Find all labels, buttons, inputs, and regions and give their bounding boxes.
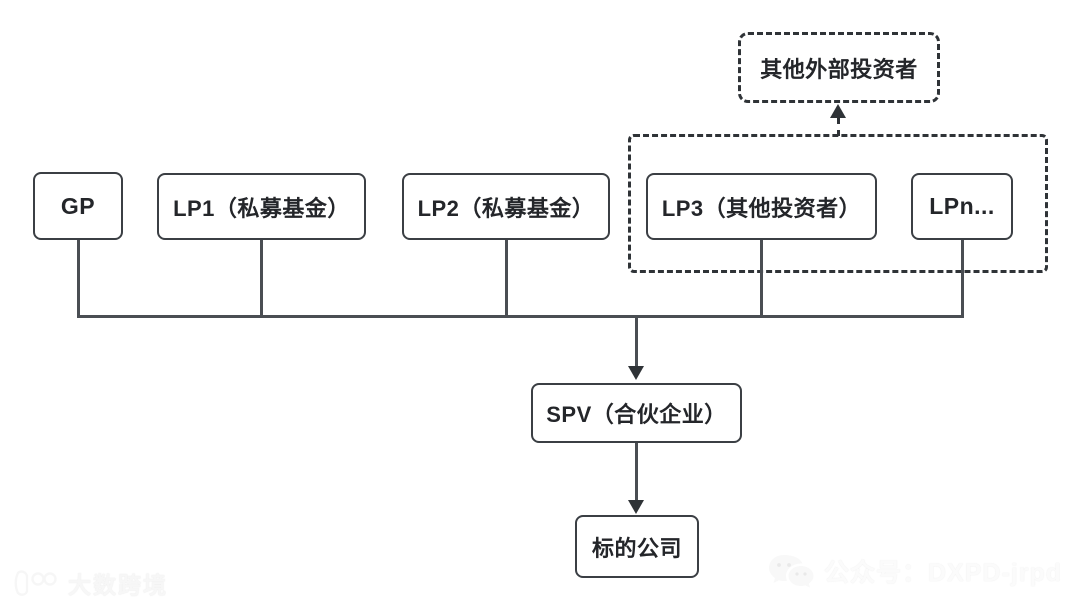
edge-lp2-drop [505, 240, 508, 318]
node-lp3-label: LP3（其他投资者） [661, 195, 862, 221]
watermark-left: 大数跨境 [14, 566, 168, 600]
edge-lp1-drop [260, 240, 263, 318]
node-gp[interactable]: GP [33, 172, 123, 240]
node-lp3[interactable]: LP3（其他投资者） [646, 173, 877, 240]
node-external-investors-label: 其他外部投资者 [760, 56, 918, 82]
edge-group-to-external-investors-arrowhead [830, 104, 846, 118]
edge-bus-to-spv-arrowhead [628, 366, 644, 380]
edge-lpn-drop [961, 240, 964, 318]
node-spv-label: SPV（合伙企业） [546, 402, 727, 427]
edge-group-to-external-investors [837, 118, 840, 136]
node-lpn[interactable]: LPn... [911, 173, 1013, 240]
edge-bus-line [77, 315, 964, 318]
watermark-left-text: 大数跨境 [68, 572, 168, 598]
edge-spv-to-target [635, 443, 638, 501]
node-lp1-label: LP1（私募基金） [173, 195, 350, 221]
node-target-company-label: 标的公司 [591, 535, 682, 561]
node-lp2-label: LP2（私募基金） [417, 195, 595, 221]
edge-spv-to-target-arrowhead [628, 500, 644, 514]
watermark-right: 公众号：DXPD-jrpd [768, 552, 1062, 590]
edge-lp3-drop [760, 240, 763, 318]
wechat-icon [768, 552, 814, 590]
brand-logo-icon [14, 570, 58, 596]
node-lp1[interactable]: LP1（私募基金） [157, 173, 366, 240]
node-gp-label: GP [60, 192, 96, 219]
node-spv[interactable]: SPV（合伙企业） [531, 383, 742, 443]
edge-gp-drop [77, 240, 80, 318]
node-lpn-label: LPn... [929, 193, 995, 219]
node-target-company[interactable]: 标的公司 [575, 515, 699, 578]
edge-bus-to-spv [635, 315, 638, 367]
node-lp2[interactable]: LP2（私募基金） [402, 173, 610, 240]
node-external-investors[interactable]: 其他外部投资者 [738, 32, 940, 103]
watermark-right-text: 公众号：DXPD-jrpd [823, 559, 1062, 587]
